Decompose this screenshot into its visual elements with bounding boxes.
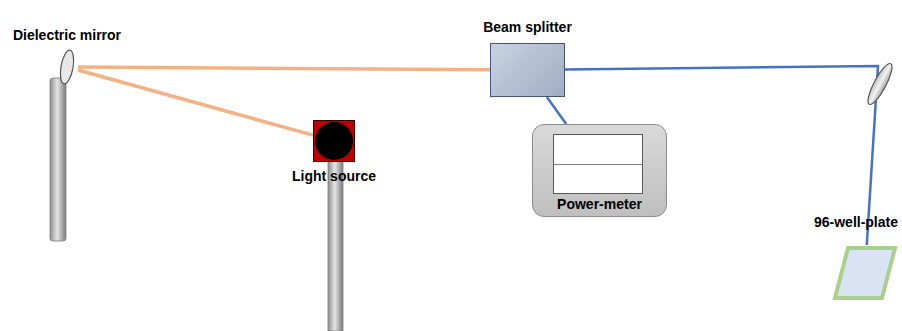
part-label: Power-meter: [557, 196, 642, 212]
well-plate: 96-well-plate: [832, 245, 898, 301]
light-beam: [78, 67, 490, 70]
power-meter: Power-meter: [532, 124, 667, 217]
light-beam: [78, 70, 313, 135]
mirror-shape: [56, 48, 78, 86]
beam-splitter: Beam splitter: [490, 43, 565, 97]
part-label: 96-well-plate: [814, 214, 898, 230]
part-label: Dielectric mirror: [13, 27, 121, 43]
part-label: Light source: [292, 168, 376, 184]
light-source: Light source: [313, 120, 355, 162]
screen-divider: [554, 164, 642, 165]
source-post: [328, 160, 343, 331]
light-beam: [547, 97, 566, 124]
mirror-post: [50, 78, 66, 241]
plate-shape: [832, 245, 898, 301]
source-lamp: [315, 122, 353, 160]
dielectric-mirror: Dielectric mirror: [56, 48, 78, 86]
folding-mirror: [864, 61, 896, 107]
part-label: Beam splitter: [483, 19, 572, 35]
meter-screen: [553, 134, 643, 194]
